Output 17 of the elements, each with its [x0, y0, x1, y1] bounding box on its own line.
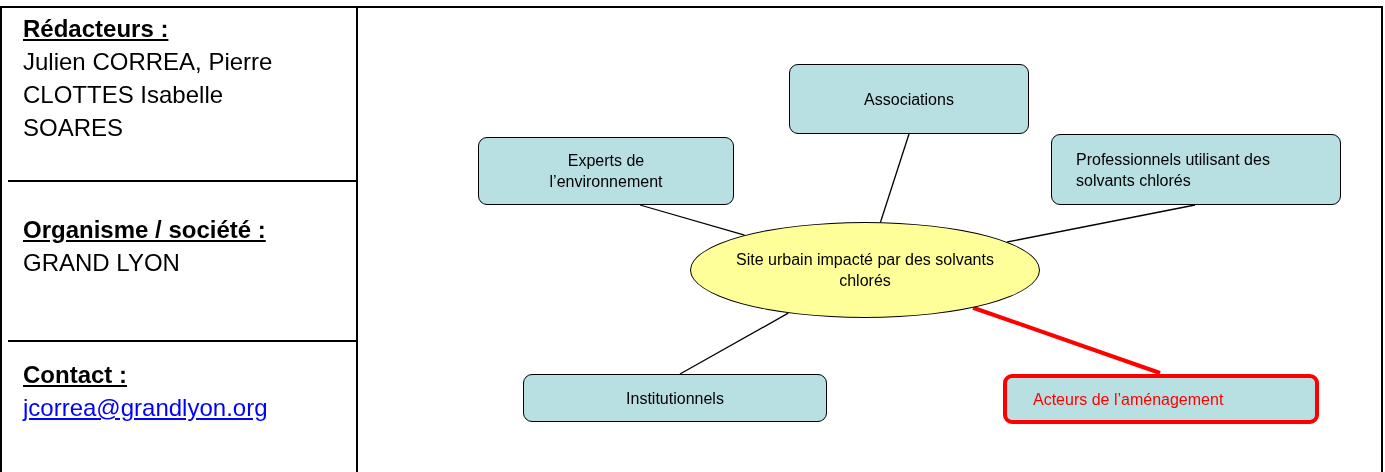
connector-line [972, 305, 1161, 375]
highlighted-actor-box: Acteurs de l’aménagement [1003, 374, 1319, 424]
heading: Contact : [23, 360, 127, 390]
organization-name: GRAND LYON [23, 248, 180, 278]
connector-line [679, 312, 789, 375]
author-names: Julien CORREA, Pierre CLOTTES Isabelle SOARES [23, 47, 274, 143]
connector-line [1006, 204, 1196, 243]
actor-box: Experts de l’environnement [478, 137, 734, 205]
connector-line [879, 133, 910, 223]
topic-ellipse: Site urbain impacté par des solvants chlorés [690, 222, 1040, 318]
heading: Rédacteurs : [23, 14, 169, 44]
connector-line [639, 204, 746, 236]
actor-box: Associations [789, 64, 1029, 134]
heading: Organisme / société : [23, 215, 266, 245]
email-link: jcorrea@grandlyon.org [23, 393, 268, 423]
actor-box: Professionnels utilisant des solvants chlorés [1051, 134, 1341, 205]
actor-box: Institutionnels [523, 374, 827, 422]
